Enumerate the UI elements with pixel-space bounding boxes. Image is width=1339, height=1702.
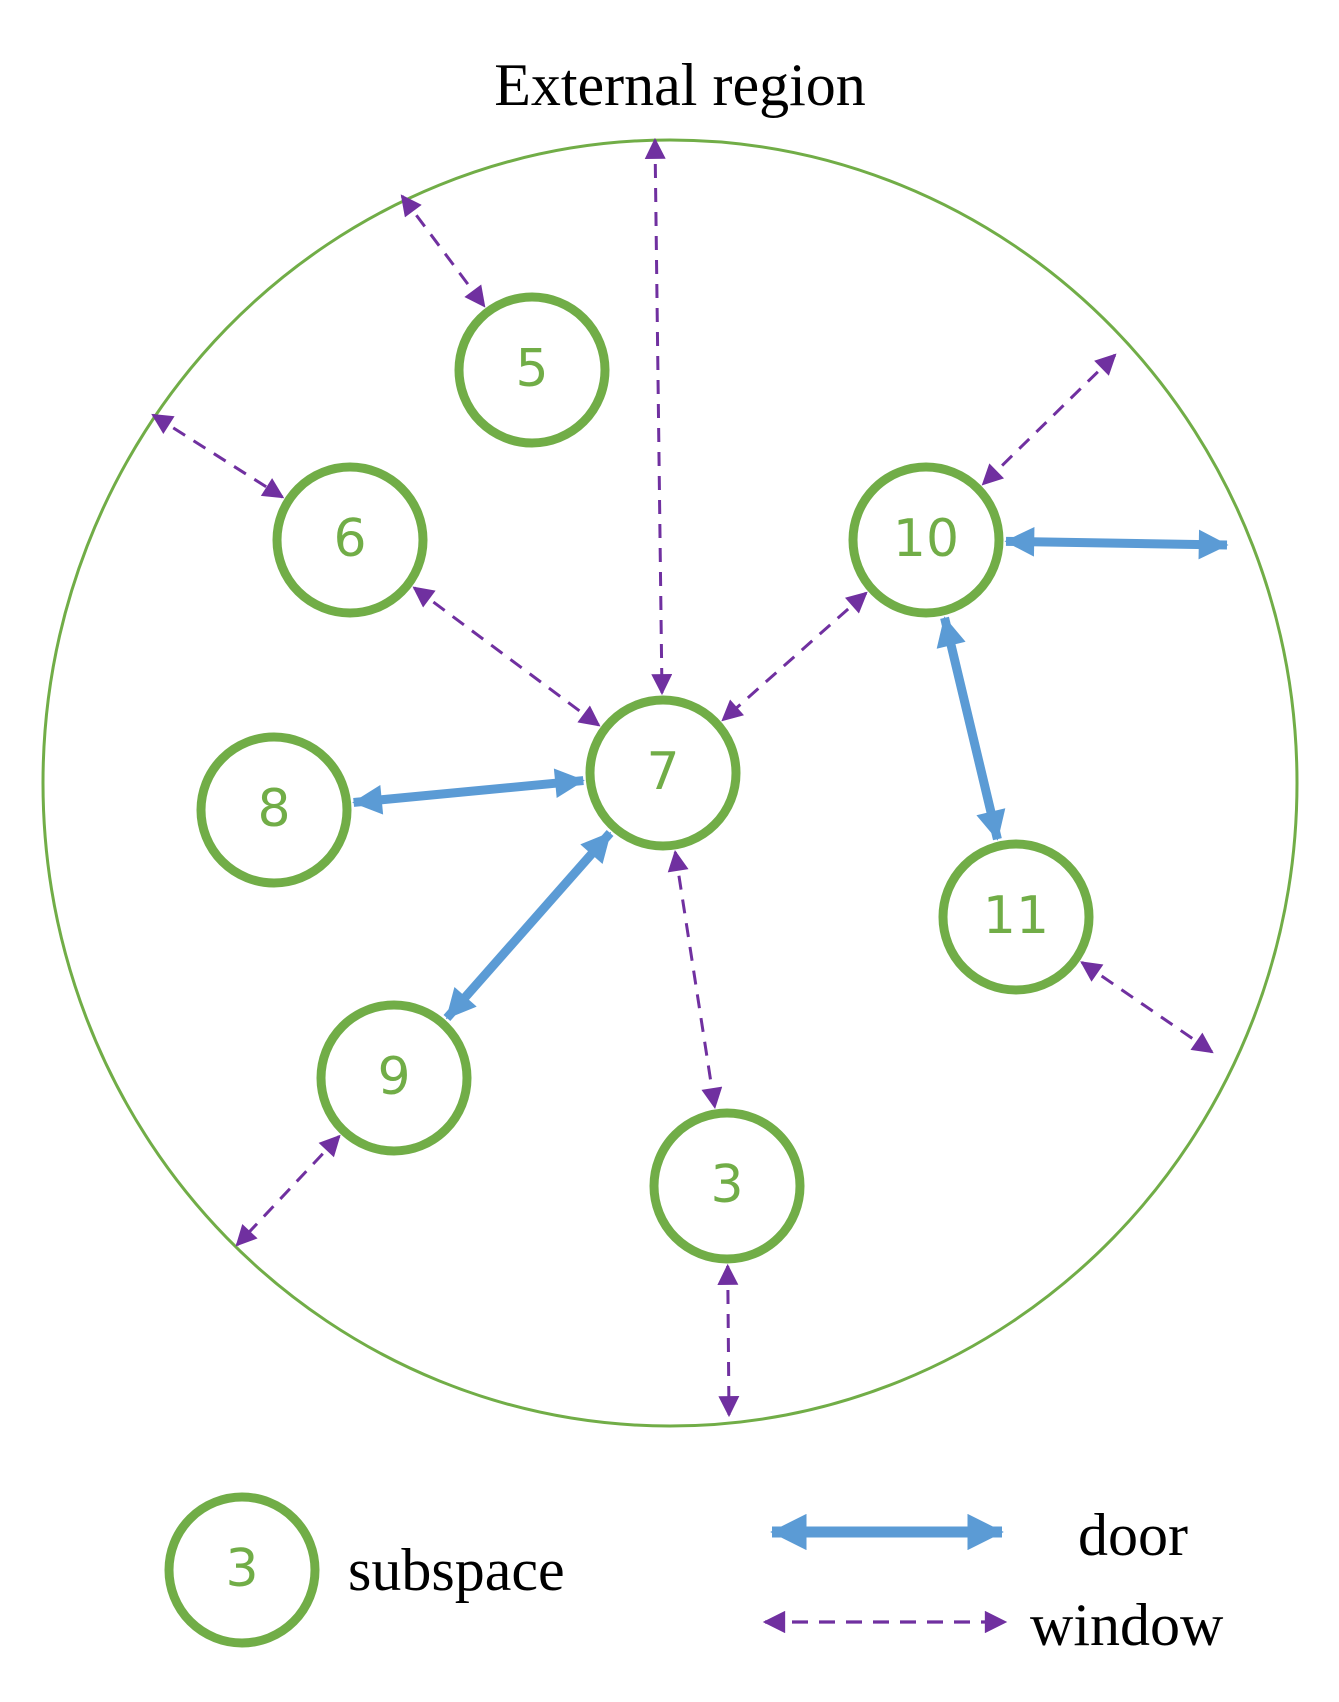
subspace-node-3: 3 (649, 1108, 805, 1264)
subspace-label: 11 (983, 886, 1049, 946)
subspace-node-8: 8 (196, 732, 352, 888)
legend-subspace-label: subspace (348, 1537, 565, 1603)
door-link-10-11 (936, 616, 1006, 841)
legend-subspace-sample: 3 (225, 1539, 258, 1599)
subspace-label: 10 (893, 509, 959, 569)
subspace-circle (938, 839, 1094, 995)
subspace-nodes-layer: 5 6 7 8 9 10 11 3 (196, 292, 1094, 1264)
subspace-circle (454, 292, 610, 448)
door-link-external-10 (1004, 526, 1229, 560)
subspace-label: 9 (377, 1047, 410, 1107)
window-link-11-external (1080, 961, 1214, 1054)
subspace-circle (196, 732, 352, 888)
subspace-label: 6 (333, 509, 366, 569)
subspace-label: 3 (710, 1155, 743, 1215)
window-link-9-external (235, 1134, 341, 1247)
external-region-title: External region (494, 52, 866, 118)
window-link-external-5 (400, 194, 486, 308)
subspace-circle (316, 1000, 472, 1156)
window-link-6-7 (412, 586, 601, 727)
door-link-7-9 (443, 830, 614, 1021)
window-link-external-6 (151, 413, 285, 499)
subspace-node-6: 6 (272, 462, 428, 618)
subspace-node-7: 7 (585, 695, 741, 851)
connections-layer (151, 137, 1229, 1418)
window-link-3-external (717, 1263, 740, 1418)
subspace-circle (272, 462, 428, 618)
window-link-10-7 (721, 591, 868, 722)
window-link-external-10 (981, 353, 1117, 486)
subspace-circle (585, 695, 741, 851)
legend-door-label: door (1078, 1502, 1188, 1568)
subspace-label: 5 (515, 339, 548, 399)
subspace-circle (649, 1108, 805, 1264)
window-link-7-3 (667, 849, 723, 1110)
window-link-external-7 (644, 137, 673, 696)
subspace-node-5: 5 (454, 292, 610, 448)
subspace-label: 8 (257, 779, 290, 839)
subspace-circle (848, 462, 1004, 618)
subspace-node-9: 9 (316, 1000, 472, 1156)
legend-window-label: window (1030, 1592, 1224, 1658)
legend: 3 subspace door window (164, 1492, 1224, 1658)
subspace-label: 7 (646, 742, 679, 802)
subspace-node-11: 11 (938, 839, 1094, 995)
door-link-7-8 (352, 768, 585, 815)
subspace-node-10: 10 (848, 462, 1004, 618)
legend-subspace-circle (164, 1492, 320, 1648)
